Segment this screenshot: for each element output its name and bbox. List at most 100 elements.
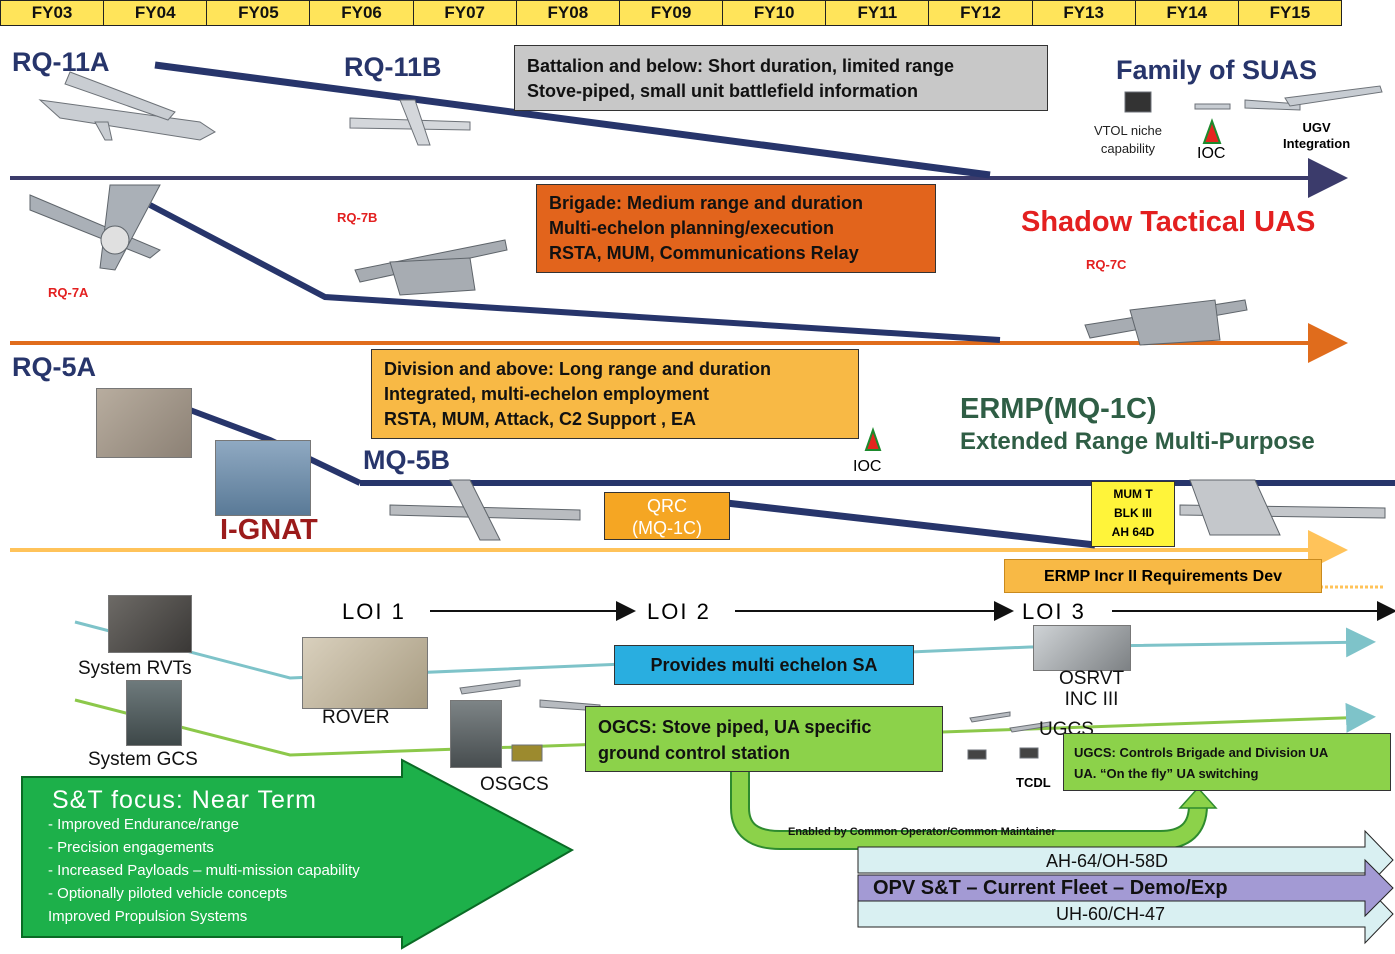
ioc-label-division: IOC bbox=[853, 458, 882, 475]
ugcs-aircraft-images bbox=[967, 711, 1051, 760]
st-focus-item: - Optionally piloted vehicle concepts bbox=[48, 885, 288, 902]
loi-1-label: LOI 1 bbox=[342, 599, 406, 624]
qrc-line-2: (MQ-1C) bbox=[632, 518, 702, 538]
opv-middle-label: OPV S&T – Current Fleet – Demo/Exp bbox=[873, 877, 1228, 899]
fiscal-year-cell: FY05 bbox=[207, 1, 311, 25]
rq5a-photo bbox=[96, 388, 192, 458]
mumt-line-2: BLK III bbox=[1114, 506, 1152, 520]
ioc-label-battalion: IOC bbox=[1197, 145, 1226, 162]
opv-bottom-label: UH-60/CH-47 bbox=[1056, 904, 1166, 924]
mumt-line-1: MUM T bbox=[1113, 487, 1153, 501]
ioc-marker-division bbox=[864, 426, 882, 451]
ogcs-box: OGCS: Stove piped, UA specific ground co… bbox=[585, 706, 943, 772]
system-gcs-photo bbox=[126, 680, 182, 746]
mq1c-aircraft-image bbox=[1179, 479, 1386, 536]
shadow-tactical-uas-title: Shadow Tactical UAS bbox=[1021, 206, 1316, 238]
rover-label: ROVER bbox=[322, 707, 390, 728]
tcdl-label: TCDL bbox=[1016, 775, 1051, 790]
rover-photo bbox=[302, 637, 428, 709]
st-focus-item: - Increased Payloads – multi-mission cap… bbox=[48, 862, 360, 879]
fiscal-year-cell: FY04 bbox=[104, 1, 208, 25]
fiscal-year-cell: FY15 bbox=[1269, 3, 1311, 22]
rq11b-label: RQ-11B bbox=[344, 52, 442, 82]
vtol-label-line-1: VTOL niche bbox=[1094, 123, 1162, 138]
ignat-label: I-GNAT bbox=[220, 514, 318, 546]
ermp-subtitle: Extended Range Multi-Purpose bbox=[960, 428, 1315, 455]
loi-3-label: LOI 3 bbox=[1022, 599, 1086, 624]
ogcs-line-1: OGCS: Stove piped, UA specific bbox=[598, 717, 872, 737]
rq7c-aircraft-image bbox=[1084, 299, 1248, 346]
family-of-suas-label: Family of SUAS bbox=[1116, 55, 1318, 85]
vtol-label-line-2: capability bbox=[1100, 141, 1156, 156]
division-desc-line-1: Division and above: Long range and durat… bbox=[384, 359, 772, 379]
fiscal-year-cell: FY10 bbox=[723, 1, 827, 25]
st-focus-item: - Improved Endurance/range bbox=[48, 816, 239, 833]
st-focus-arrow bbox=[21, 758, 575, 950]
vtol-label: VTOL niche capability bbox=[1094, 122, 1162, 158]
osrvt-line-1: OSRVT bbox=[1059, 668, 1125, 689]
rq7b-aircraft-image bbox=[354, 239, 508, 296]
ugv-label-line-2: Integration bbox=[1283, 136, 1351, 151]
ugcs-desc-box: UGCS: Controls Brigade and Division UA U… bbox=[1063, 733, 1391, 791]
rq7a-aircraft-image bbox=[29, 184, 161, 271]
ogcs-line-2: ground control station bbox=[598, 743, 790, 763]
rq11a-label: RQ-11A bbox=[12, 47, 110, 77]
opv-top-label: AH-64/OH-58D bbox=[1046, 851, 1169, 871]
division-desc-line-3: RSTA, MUM, Attack, C2 Support , EA bbox=[384, 409, 697, 429]
osrvt-line-2: INC III bbox=[1064, 689, 1119, 710]
battalion-desc-line-2: Stove-piped, small unit battlefield info… bbox=[527, 81, 919, 101]
osrvt-label: OSRVT INC III bbox=[1059, 668, 1124, 710]
division-desc-line-2: Integrated, multi-echelon employment bbox=[384, 384, 710, 404]
suas-family-images bbox=[1124, 85, 1383, 113]
ugcs-desc-line-2: UA. “On the fly” UA switching bbox=[1074, 766, 1259, 781]
brigade-desc-line-2: Multi-echelon planning/execution bbox=[549, 218, 835, 238]
fiscal-year-cell: FY14 bbox=[1136, 1, 1239, 25]
qrc-line-1: QRC bbox=[647, 496, 687, 516]
osgcs-label: OSGCS bbox=[480, 774, 549, 795]
rq11a-aircraft-image bbox=[38, 71, 216, 141]
ignat-photo bbox=[215, 440, 311, 516]
st-focus-list: - Improved Endurance/range - Precision e… bbox=[48, 813, 360, 928]
rq7-line bbox=[148, 202, 1001, 343]
ugv-label: UGV Integration bbox=[1283, 120, 1350, 152]
mq5b-aircraft-image bbox=[389, 479, 581, 541]
qrc-box: QRC (MQ-1C) bbox=[604, 492, 730, 540]
mumt-line-3: AH 64D bbox=[1111, 525, 1155, 539]
battalion-desc-line-1: Battalion and below: Short duration, lim… bbox=[527, 56, 955, 76]
fiscal-year-cell: FY11 bbox=[826, 1, 930, 25]
rq7c-label: RQ-7C bbox=[1086, 257, 1127, 272]
fiscal-year-cell: FY12 bbox=[929, 1, 1033, 25]
rq5a-label: RQ-5A bbox=[12, 352, 97, 382]
st-focus-item: - Precision engagements bbox=[48, 839, 214, 856]
mq5b-line bbox=[699, 496, 1096, 549]
st-focus-title: S&T focus: Near Term bbox=[52, 786, 317, 814]
fiscal-year-cell: FY06 bbox=[310, 1, 414, 25]
provides-sa-box: Provides multi echelon SA bbox=[614, 645, 914, 685]
osgcs-photo bbox=[450, 700, 502, 768]
opv-arrow-middle bbox=[857, 858, 1394, 918]
system-gcs-label: System GCS bbox=[88, 749, 198, 770]
fiscal-year-cell: FY03 bbox=[1, 1, 105, 25]
fiscal-year-cell: FY07 bbox=[414, 1, 517, 25]
mumt-box: MUM T BLK III AH 64D bbox=[1091, 481, 1175, 547]
rq11-line bbox=[154, 61, 991, 179]
system-rvts-photo bbox=[108, 595, 192, 653]
ugcs-desc-line-1: UGCS: Controls Brigade and Division UA bbox=[1074, 745, 1329, 760]
fiscal-year-cell: FY13 bbox=[1033, 1, 1136, 25]
st-focus-item: Improved Propulsion Systems bbox=[48, 908, 248, 925]
rq7b-label: RQ-7B bbox=[337, 210, 378, 225]
brigade-desc-line-1: Brigade: Medium range and duration bbox=[549, 193, 864, 213]
rq11b-aircraft-image bbox=[349, 99, 471, 146]
rq7a-label: RQ-7A bbox=[48, 285, 89, 300]
loi-2-label: LOI 2 bbox=[647, 599, 711, 624]
brigade-desc-box: Brigade: Medium range and duration Multi… bbox=[536, 184, 936, 273]
osrvt-photo bbox=[1033, 625, 1131, 671]
division-desc-box: Division and above: Long range and durat… bbox=[371, 349, 859, 439]
ermp-incr-box: ERMP Incr II Requirements Dev bbox=[1004, 559, 1322, 593]
ugv-label-line-1: UGV bbox=[1302, 120, 1331, 135]
fiscal-year-cell: FY08 bbox=[517, 1, 620, 25]
fiscal-year-cell: FY09 bbox=[620, 1, 724, 25]
ermp-title: ERMP(MQ-1C) bbox=[960, 393, 1157, 425]
